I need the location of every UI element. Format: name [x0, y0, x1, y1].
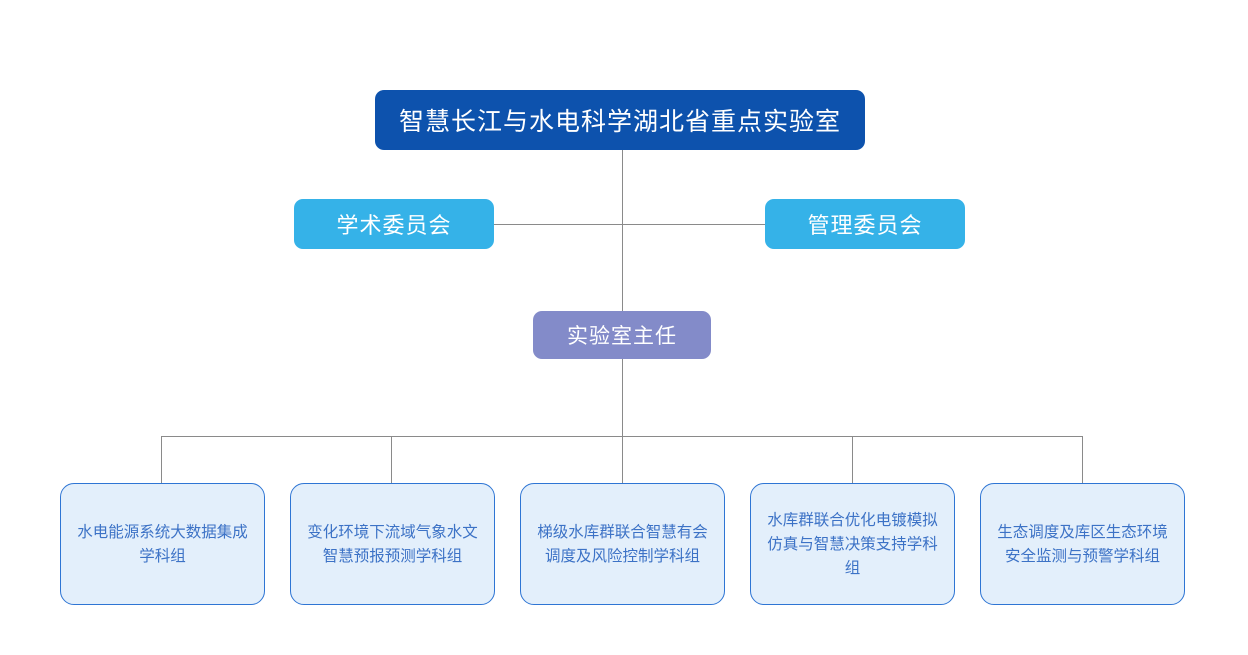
connector-root-to-director: [622, 150, 623, 311]
root-node-laboratory[interactable]: 智慧长江与水电科学湖北省重点实验室: [375, 90, 865, 150]
node-discipline-group-2[interactable]: 变化环境下流域气象水文智慧预报预测学科组: [290, 483, 495, 605]
connector-drop-group-1: [161, 436, 162, 483]
academic-committee-label: 学术委员会: [336, 214, 452, 239]
connector-drop-group-5: [1082, 436, 1083, 483]
discipline-group-5-label: 生态调度及库区生态环境安全监测与预警学科组: [997, 523, 1168, 565]
discipline-group-3-label: 梯级水库群联合智慧有会调度及风险控制学科组: [537, 523, 708, 565]
connector-drop-group-4: [852, 436, 853, 483]
discipline-group-2-label: 变化环境下流域气象水文智慧预报预测学科组: [307, 523, 478, 565]
discipline-group-4-label: 水库群联合优化电镀模拟仿真与智慧决策支持学科组: [767, 511, 938, 577]
connector-committee-bar: [494, 224, 765, 225]
node-discipline-group-4[interactable]: 水库群联合优化电镀模拟仿真与智慧决策支持学科组: [750, 483, 955, 605]
node-discipline-group-5[interactable]: 生态调度及库区生态环境安全监测与预警学科组: [980, 483, 1185, 605]
root-node-label: 智慧长江与水电科学湖北省重点实验室: [398, 107, 841, 136]
node-discipline-group-1[interactable]: 水电能源系统大数据集成学科组: [60, 483, 265, 605]
node-academic-committee[interactable]: 学术委员会: [294, 199, 494, 249]
node-laboratory-director[interactable]: 实验室主任: [533, 311, 711, 359]
connector-drop-group-2: [391, 436, 392, 483]
connector-groups-bar: [161, 436, 1082, 437]
node-discipline-group-3[interactable]: 梯级水库群联合智慧有会调度及风险控制学科组: [520, 483, 725, 605]
laboratory-director-label: 实验室主任: [567, 324, 677, 348]
discipline-group-1-label: 水电能源系统大数据集成学科组: [77, 523, 248, 565]
connector-director-to-bar: [622, 359, 623, 437]
management-committee-label: 管理委员会: [807, 214, 923, 239]
connector-drop-group-3: [622, 436, 623, 483]
node-management-committee[interactable]: 管理委员会: [765, 199, 965, 249]
